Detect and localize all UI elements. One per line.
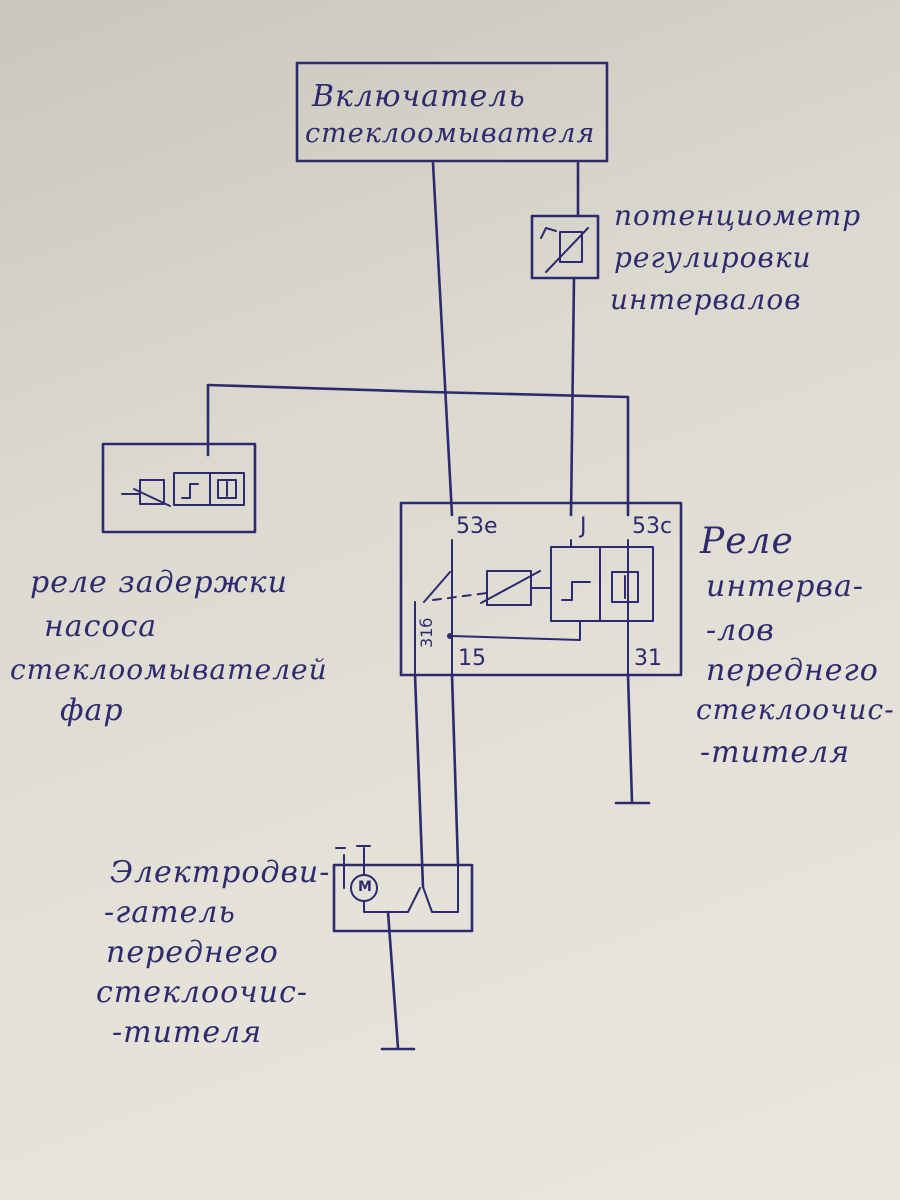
motor-label-line3: переднего [106, 935, 279, 970]
wire-switch-53e [431, 161, 454, 517]
potentiometer-label-line2: регулировки [614, 241, 812, 274]
delay-relay-label-line2: насоса [44, 609, 158, 644]
interval-relay-label-line2: интерва- [706, 569, 864, 604]
motor-label-line5: -тителя [112, 1015, 263, 1050]
interval-relay-square [611, 571, 639, 603]
delay-relay-box [101, 442, 257, 534]
pin-31: 31 [634, 646, 662, 671]
interval-relay-symbol [399, 501, 683, 677]
motor-symbol [332, 845, 474, 933]
interval-relay-label-line5: стеклоочис- [696, 693, 895, 726]
potentiometer-label-line1: потенциометр [614, 199, 862, 232]
motor-label-line4: стеклоочис- [96, 975, 309, 1010]
wire-bus-53c [206, 383, 630, 517]
interval-relay-label-line1: Реле [700, 521, 794, 562]
delay-relay-pulse [181, 483, 199, 499]
delay-relay-coil-slash [133, 488, 171, 507]
pin-53c: 53с [632, 514, 673, 539]
motor-label-line2: -гатель [104, 895, 236, 930]
switch-box [295, 61, 609, 163]
wire-motor-ground [386, 910, 400, 1050]
motor-label-line1: Электродви- [110, 855, 331, 890]
delay-relay-label-line4: фар [60, 693, 124, 728]
potentiometer-arrow [545, 227, 589, 273]
interval-relay-dashed-link [432, 592, 488, 601]
interval-relay-label-line4: переднего [706, 653, 879, 688]
motor-park-contact [363, 887, 421, 913]
interval-relay-label-line3: -лов [706, 613, 775, 648]
wire-31-ground [626, 673, 634, 804]
interval-relay-timer-block [550, 546, 654, 622]
potentiometer-arrowhead [540, 227, 557, 239]
delay-relay-label-line1: реле задержки [30, 565, 288, 600]
motor-box [332, 863, 474, 933]
pin-53e: 53е [456, 514, 498, 539]
pin-j: J [580, 514, 587, 539]
wire-31b-motor [413, 673, 425, 889]
pin-31b: 31б [417, 617, 436, 648]
motor-park-switch [422, 864, 459, 913]
switch-label-line1: Включатель [312, 79, 526, 114]
interval-relay-contact [423, 571, 451, 603]
delay-relay-square [217, 479, 237, 499]
pin-15: 15 [458, 646, 486, 671]
potentiometer-label-line3: интервалов [610, 283, 802, 316]
motor-mark: М [358, 879, 372, 895]
delay-relay-symbol [101, 442, 257, 534]
interval-relay-inner-bottom [451, 620, 581, 641]
interval-relay-coil-slash [480, 570, 541, 604]
interval-relay-label-line6: -тителя [700, 735, 851, 770]
delay-relay-label-line3: стеклоомывателей [10, 653, 328, 686]
potentiometer-box [530, 214, 600, 280]
wire-15-motor [450, 673, 460, 867]
potentiometer-resistor [559, 231, 583, 263]
switch-label-line2: стеклоомывателя [305, 118, 596, 149]
interval-relay-pulse [561, 581, 591, 601]
potentiometer-symbol [530, 214, 600, 280]
interval-relay-box [399, 501, 683, 677]
